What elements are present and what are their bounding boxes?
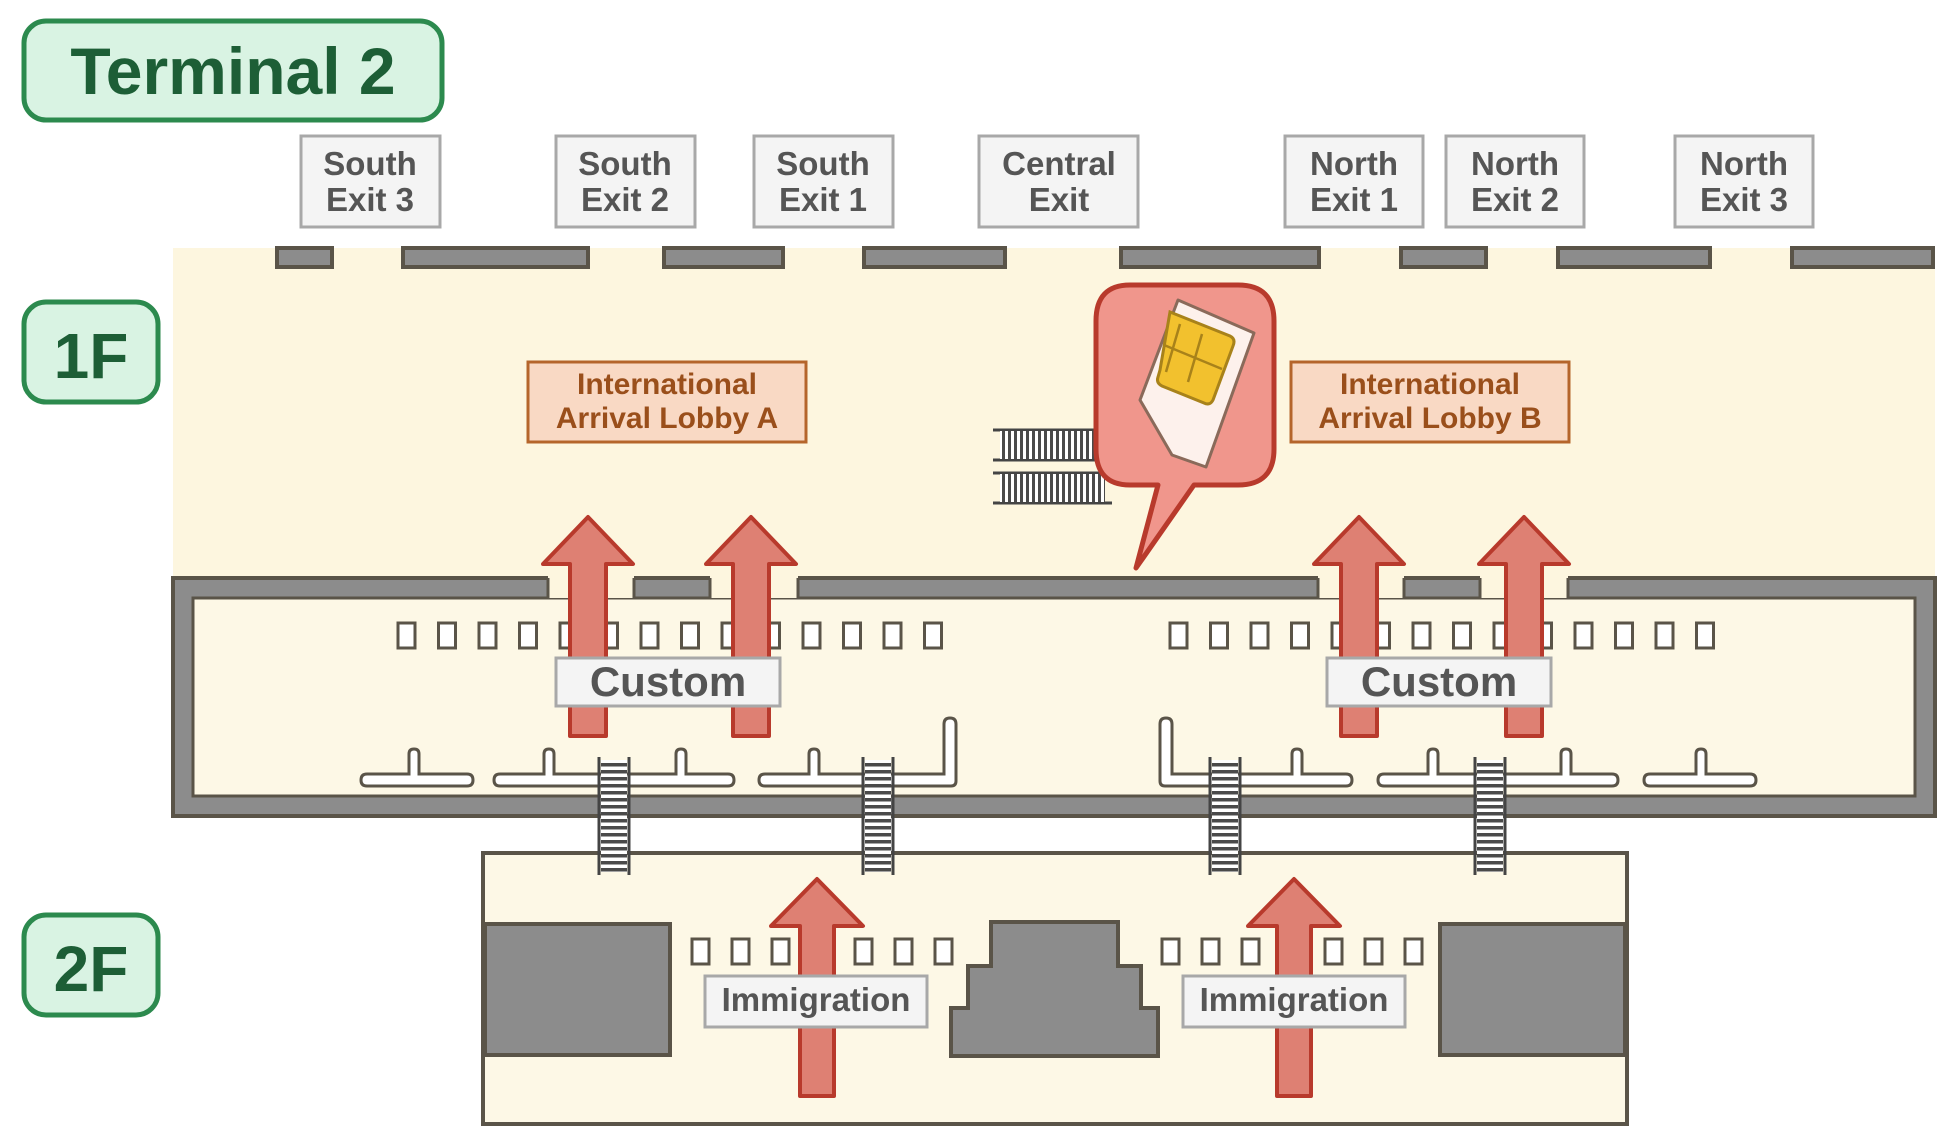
immigration-booth — [853, 937, 874, 966]
immigration-booth — [1160, 937, 1181, 966]
immigration-label-left: Immigration — [703, 974, 929, 1029]
exit-label-line: South — [776, 145, 869, 182]
customs-booth — [1209, 621, 1229, 650]
escalator-vertical — [1208, 757, 1242, 875]
exit-label-north-2: North Exit 2 — [1444, 134, 1586, 229]
sim-card-icon — [1093, 282, 1277, 571]
exit-label-line: Exit 1 — [1310, 181, 1398, 218]
exit-label-line: North — [1310, 145, 1398, 182]
exit-label-line: Exit 3 — [1700, 181, 1788, 218]
exit-label-north-3: North Exit 3 — [1673, 134, 1815, 229]
floor-1f-area — [173, 248, 1935, 578]
customs-booth — [1249, 621, 1270, 650]
customs-booth — [477, 621, 498, 650]
customs-booths-right — [1168, 621, 1715, 650]
customs-booth — [1168, 621, 1189, 650]
immigration-booth — [770, 937, 791, 966]
customs-booth — [882, 621, 903, 650]
exit-label-line: Exit 3 — [326, 181, 414, 218]
customs-booth — [1573, 621, 1594, 650]
lobby-label-line: Arrival Lobby A — [556, 402, 778, 435]
exit-label-south-3: South Exit 3 — [299, 134, 442, 229]
immigration-label-right: Immigration — [1181, 974, 1407, 1029]
exit-label-line: South — [323, 145, 416, 182]
customs-booth — [518, 621, 538, 650]
escalator-vertical — [861, 757, 895, 875]
immigration-booth — [1323, 937, 1344, 966]
immigration-booth — [690, 937, 711, 966]
exit-label-south-1: South Exit 1 — [752, 134, 895, 229]
customs-booth — [923, 621, 943, 650]
exit-label-line: South — [578, 145, 671, 182]
escalator-horizontal-upper — [993, 428, 1112, 462]
floor-label-1f-text: 1F — [54, 320, 129, 392]
terminal-title-text: Terminal 2 — [70, 34, 395, 108]
exit-labels: South Exit 3 South Exit 2 South Exit 1 C… — [299, 134, 1815, 229]
exit-label-line: Exit 2 — [581, 181, 669, 218]
customs-label-text: Custom — [590, 658, 746, 705]
immigration-booth — [893, 937, 914, 966]
floor-label-1f: 1F — [21, 299, 161, 405]
customs-booth — [842, 621, 862, 650]
immigration-booths — [690, 937, 1424, 966]
immigration-label-text: Immigration — [722, 981, 911, 1018]
exit-label-line: Exit 1 — [779, 181, 867, 218]
escalator-vertical — [597, 757, 631, 875]
terminal-title: Terminal 2 — [21, 18, 445, 123]
arrow-customs — [541, 515, 1571, 738]
escalator-horizontal-lower — [993, 471, 1112, 505]
immigration-booth — [1200, 937, 1221, 966]
exit-label-line: Central — [1002, 145, 1116, 182]
lobby-label-line: International — [577, 368, 757, 401]
immigration-booth — [1403, 937, 1424, 966]
customs-booth — [1654, 621, 1675, 650]
customs-booth — [396, 621, 417, 650]
exit-label-north-1: North Exit 1 — [1283, 134, 1425, 229]
floor-label-2f: 2F — [21, 912, 161, 1018]
escalators-vertical — [597, 757, 1507, 875]
exit-wall — [275, 246, 1935, 269]
immigration-label-text: Immigration — [1200, 981, 1389, 1018]
immigration-blocks — [483, 920, 1627, 1058]
customs-booth — [639, 621, 660, 650]
lobby-label-line: International — [1340, 368, 1520, 401]
immigration-booth — [1363, 937, 1384, 966]
exit-label-line: Exit — [1029, 181, 1090, 218]
immigration-booth — [933, 937, 954, 966]
floor-label-2f-text: 2F — [54, 933, 129, 1005]
lobby-label-b: International Arrival Lobby B — [1289, 360, 1571, 444]
exit-label-central: Central Exit — [977, 134, 1140, 229]
customs-booth — [1452, 621, 1472, 650]
customs-label-right: Custom — [1325, 656, 1553, 708]
customs-booth — [1411, 621, 1432, 650]
lobby-label-a: International Arrival Lobby A — [526, 360, 808, 444]
customs-booth — [680, 621, 700, 650]
customs-label-text: Custom — [1361, 658, 1517, 705]
exit-label-south-2: South Exit 2 — [554, 134, 697, 229]
customs-booth — [801, 621, 822, 650]
customs-booth — [1695, 621, 1715, 650]
customs-label-left: Custom — [554, 656, 782, 708]
exit-label-line: North — [1471, 145, 1559, 182]
escalator-vertical — [1473, 757, 1507, 875]
customs-booth — [1614, 621, 1634, 650]
exit-label-line: North — [1700, 145, 1788, 182]
customs-booth — [437, 621, 457, 650]
customs-booth — [1290, 621, 1310, 650]
baggage-carousels — [359, 716, 1758, 788]
immigration-booth — [1240, 937, 1261, 966]
lobby-label-line: Arrival Lobby B — [1318, 402, 1541, 435]
immigration-booth — [730, 937, 751, 966]
exit-label-line: Exit 2 — [1471, 181, 1559, 218]
